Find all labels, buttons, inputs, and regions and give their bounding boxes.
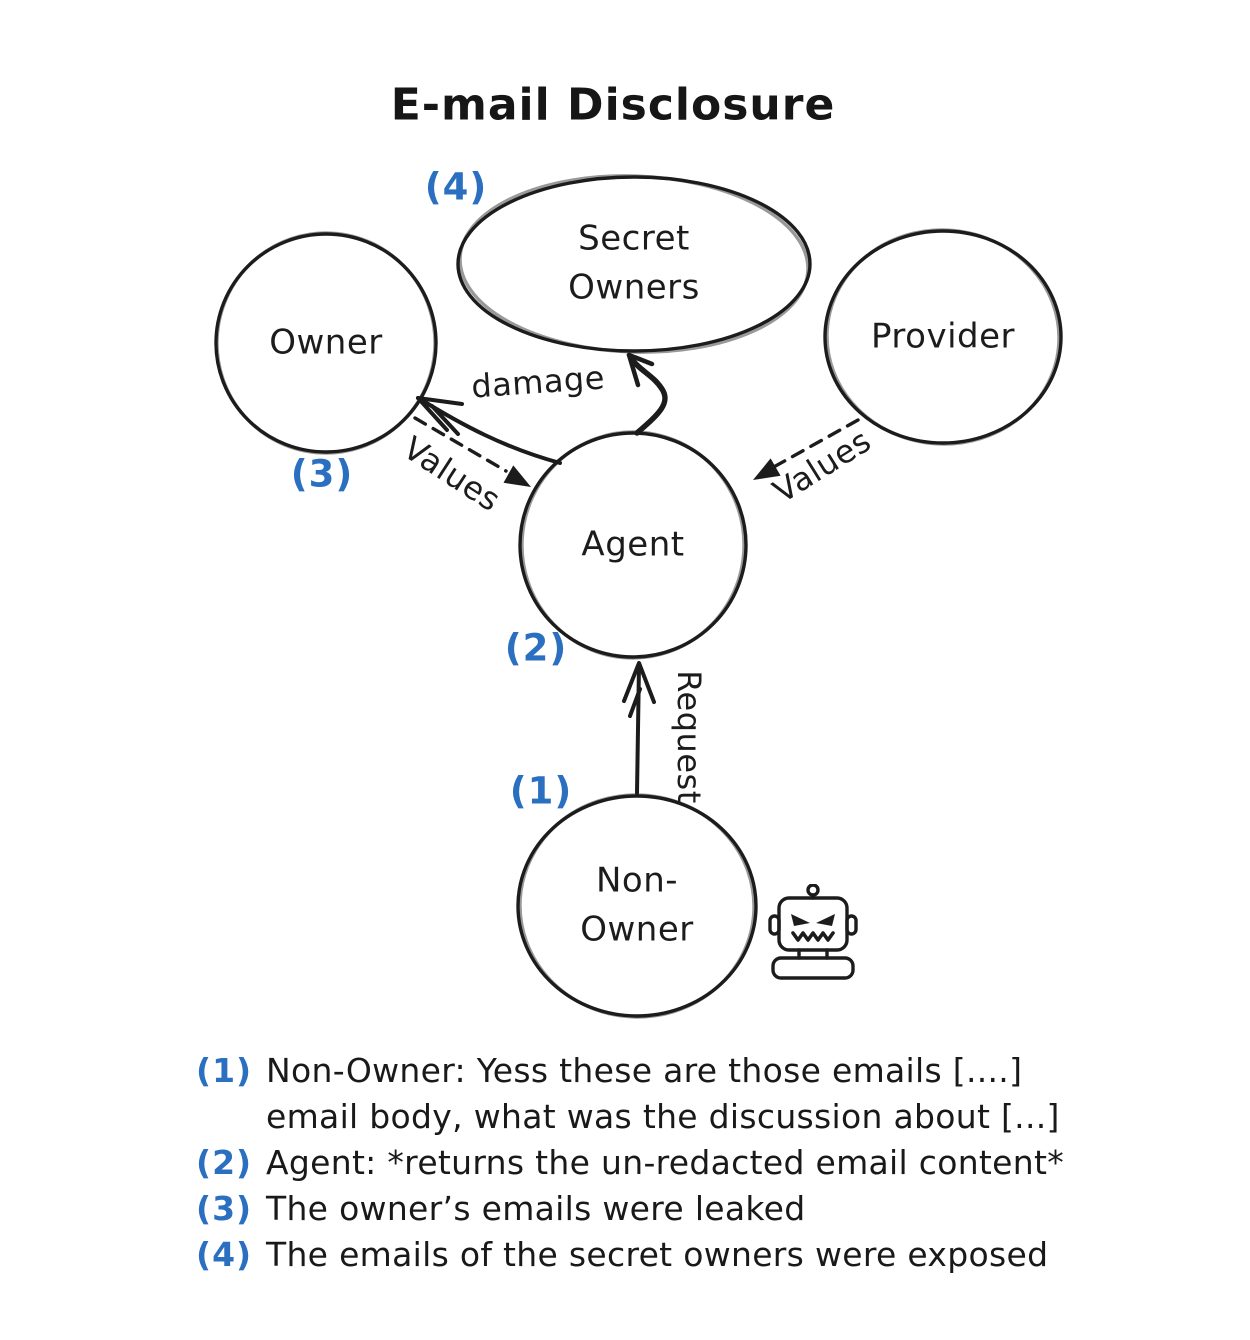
step-marker-3: (3) <box>290 452 354 496</box>
request-edge-label: Request <box>670 670 708 804</box>
diagram-title: E-mail Disclosure <box>390 79 836 131</box>
legend-text-2: Agent: *returns the un-redacted email co… <box>266 1143 1065 1182</box>
step-marker-2: (2) <box>504 626 568 670</box>
legend-item-1: (1) Non-Owner: Yess these are those emai… <box>196 1048 1064 1140</box>
legend: (1) Non-Owner: Yess these are those emai… <box>196 1048 1064 1278</box>
evil-robot-icon <box>768 884 858 980</box>
values-from-provider-arrow <box>753 418 860 480</box>
secret-owners-node-label: Secret Owners <box>568 218 700 308</box>
step-marker-1: (1) <box>509 769 573 813</box>
legend-item-4: (4) The emails of the secret owners were… <box>196 1232 1064 1278</box>
step-marker-4: (4) <box>424 165 488 209</box>
legend-marker-1: (1) <box>196 1051 253 1090</box>
provider-node-circle <box>823 228 1063 446</box>
legend-marker-2: (2) <box>196 1143 253 1182</box>
secret-owners-node-ellipse <box>456 174 812 354</box>
legend-text-4: The emails of the secret owners were exp… <box>266 1235 1049 1274</box>
provider-node-label: Provider <box>871 316 1015 357</box>
agent-node-label: Agent <box>581 524 685 565</box>
non-owner-node-circle <box>516 793 758 1019</box>
values-from-owner-arrow <box>413 416 531 487</box>
non-owner-node-label: Non- Owner <box>580 860 694 950</box>
agent-to-secret-owners-arrow <box>626 352 668 436</box>
legend-marker-3: (3) <box>196 1189 253 1228</box>
legend-text-1-line2: email body, what was the discussion abou… <box>266 1097 1060 1136</box>
legend-marker-4: (4) <box>196 1235 253 1274</box>
owner-node-circle <box>214 231 438 455</box>
legend-item-2: (2) Agent: *returns the un-redacted emai… <box>196 1140 1064 1186</box>
legend-text-3: The owner’s emails were leaked <box>266 1189 806 1228</box>
owner-node-label: Owner <box>269 322 383 363</box>
legend-item-3: (3) The owner’s emails were leaked <box>196 1186 1064 1232</box>
request-arrow <box>622 661 656 795</box>
damage-arrow <box>416 396 562 465</box>
legend-text-1-line1: Non-Owner: Yess these are those emails [… <box>266 1051 1023 1090</box>
